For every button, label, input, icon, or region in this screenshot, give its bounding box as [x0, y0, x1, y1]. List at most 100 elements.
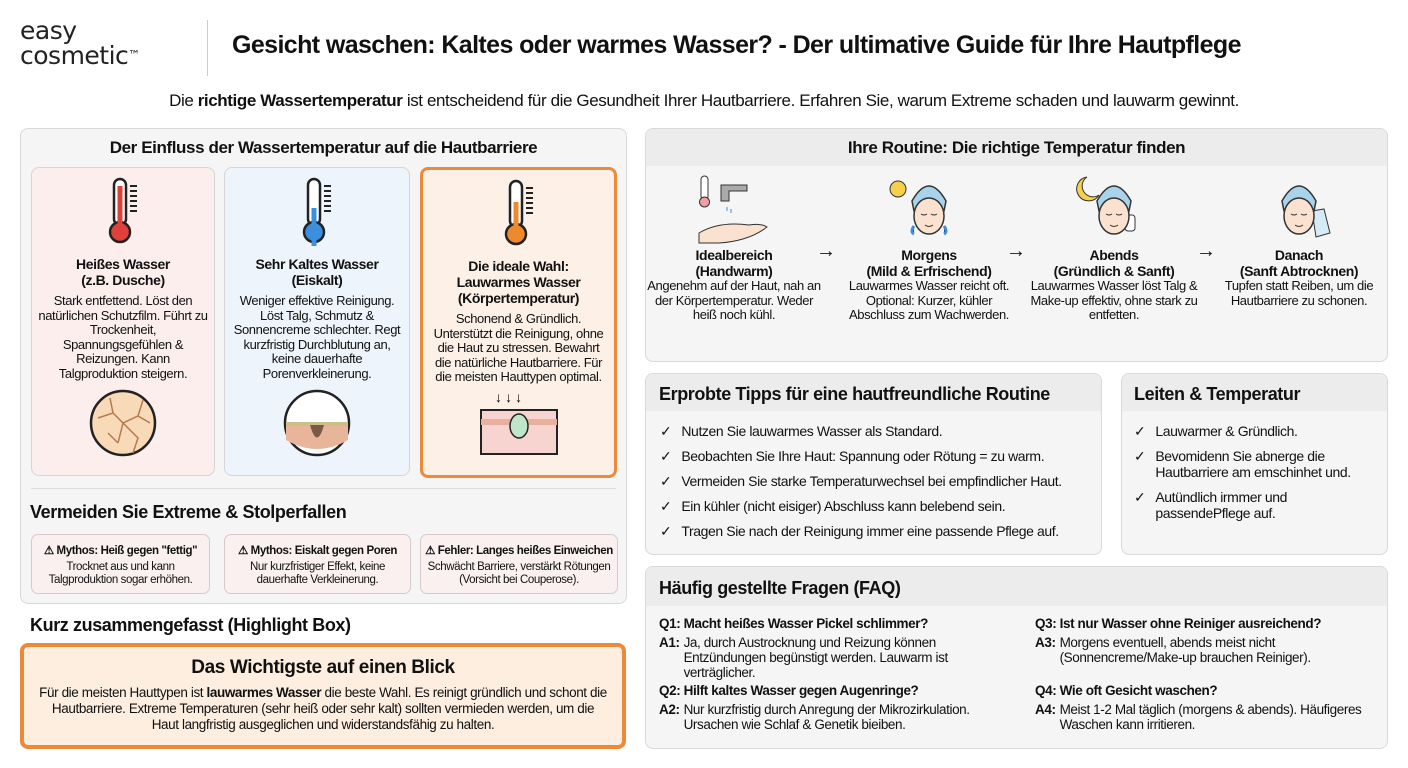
highlight-title: Das Wichtigste auf einen Blick [191, 657, 455, 678]
temperature-card: Die ideale Wahl: Lauwarmes Wasser (Körpe… [420, 167, 617, 478]
faq-answer: A1:Ja, durch Austrocknung und Reizung kö… [659, 635, 1009, 680]
list-item-text: Nutzen Sie lauwarmes Wasser als Standard… [681, 423, 943, 439]
step-text: Lauwarmes Wasser reicht oft. Optional: K… [848, 278, 1010, 322]
temperature-card: Sehr Kaltes Wasser (Eiskalt) Weniger effe… [224, 167, 410, 476]
cracked-skin-icon [32, 388, 214, 463]
list-item: ✓Vermeiden Sie starke Temperaturwechsel … [660, 473, 1062, 489]
pitfall-title: ⚠ Fehler: Langes heißes Einweichen [425, 545, 613, 557]
pitfall-text: Nur kurzfristiger Effekt, keine dauerhaf… [249, 561, 386, 586]
list-item-text: Autündlich irmmer und passendePflege auf… [1155, 489, 1288, 521]
guide-panel: Leiten & Temperatur ✓ Lauwarmer & Gründli… [1121, 373, 1388, 555]
answer-text: Nur kurzfristig durch Anregung der Mikro… [683, 702, 970, 732]
summary-heading: Kurz zusammengefasst (Highlight Box) [30, 615, 351, 635]
guide-list: ✓ Lauwarmer & Gründlich. ✓ Bevomidenn Sie a… [1134, 423, 1379, 530]
step-text: Lauwarmes Wasser löst Talg & Make-up eff… [1030, 278, 1198, 322]
divider [31, 488, 616, 489]
routine-panel: Ihre Routine: Die richtige Temperatur fi… [645, 128, 1388, 362]
card-title: Die ideale Wahl: Lauwarmes Wasser (Körpe… [456, 258, 581, 306]
step-title: Danach (Sanft Abtrocknen) [1239, 247, 1359, 279]
answer-label: A4: [1035, 702, 1056, 717]
faq-item: Q3: Ist nur Wasser ohne Reiniger ausreic… [1035, 616, 1375, 665]
subtitle: Die richtige Wassertemperatur ist entsch… [169, 91, 1239, 110]
routine-title: Ihre Routine: Die richtige Temperatur fi… [847, 138, 1186, 157]
list-item-text: Bevomidenn Sie abnerge die Hautbarriere … [1155, 448, 1351, 480]
list-item: ✓ Beobachten Sie Ihre Haut: Spannung oder… [660, 448, 1062, 464]
list-item: ✓Nutzen Sie lauwarmes Wasser als Standar… [660, 423, 1062, 439]
thermometer-warm-icon [429, 178, 608, 250]
card-text: Weniger effektive Reinigung. Löst Talg, … [233, 293, 401, 381]
answer-label: A2: [659, 702, 680, 717]
card-title: Heißes Wasser (z.B. Dusche) [76, 256, 170, 288]
faq-item: Q4: Wie oft Gesicht waschen? A4:Meist 1-2… [1035, 683, 1375, 732]
answer-text: Ja, durch Austrocknung und Reizung könne… [683, 635, 949, 680]
step-title: Abends (Gründlich & Sanft) [1053, 247, 1175, 279]
towel-face-icon [1209, 171, 1389, 247]
arrow-right-icon: → [1006, 240, 1026, 262]
evening-face-icon [1024, 171, 1204, 247]
highlight-text: Für die meisten Hauttypen ist lauwarmes … [39, 685, 607, 732]
step-title: Idealbereich (Handwarm) [695, 247, 773, 279]
guide-title: Leiten & Temperatur [1134, 384, 1301, 404]
divider [207, 20, 208, 76]
faq-title: Häufig gestellte Fragen (FAQ) [659, 578, 901, 598]
card-text: Stark entfettend. Löst den natürlichen S… [38, 293, 208, 381]
influence-panel: Der Einfluss der Wassertemperatur auf di… [20, 128, 627, 604]
list-item-text: Ein kühler (nicht eisiger) Abschluss kan… [681, 498, 1006, 514]
card-title: Sehr Kaltes Wasser (Eiskalt) [255, 256, 379, 288]
faq-question: Q3: Ist nur Wasser ohne Reiniger ausreic… [1035, 616, 1322, 631]
tips-title: Erprobte Tipps für eine hautfreundliche … [659, 384, 1050, 404]
check-icon: ✓ [660, 498, 672, 514]
hand-faucet-icon [644, 171, 824, 247]
list-item: ✓ Lauwarmer & Gründlich. [1134, 423, 1379, 439]
highlight-box: Das Wichtigste auf einen Blick Für die m… [20, 643, 626, 749]
pitfall-text: Schwächt Barriere, verstärkt Rötungen (V… [427, 561, 611, 586]
routine-step: Idealbereich (Handwarm)Angenehm auf der … [644, 171, 824, 323]
thermometer-hot-icon [38, 176, 208, 248]
check-icon: ✓ [1134, 423, 1146, 439]
pitfall-text: Trocknet aus und kann Talgproduktion sog… [48, 561, 193, 586]
answer-text: Meist 1-2 Mal täglich (morgens & abends)… [1059, 702, 1362, 732]
thermometer-cold-icon [231, 176, 403, 248]
list-item-text: Beobachten Sie Ihre Haut: Spannung oder … [681, 448, 1045, 464]
pitfall-title: ⚠ Mythos: Heiß gegen "fettig" [43, 545, 198, 557]
tips-list: ✓ Nutzen Sie lauwarmes Wasser als Standar… [660, 423, 1062, 548]
list-item: ✓ Tragen Sie nach der Reinigung immer ein… [660, 523, 1062, 539]
check-icon: ✓ [660, 523, 672, 539]
arrow-right-icon: → [816, 240, 836, 262]
pitfall-title: ⚠ Mythos: Eiskalt gegen Poren [237, 545, 398, 557]
list-item-text: Tragen Sie nach der Reinigung immer eine… [681, 523, 1059, 539]
answer-label: A1: [659, 635, 680, 650]
answer-label: A3: [1035, 635, 1056, 650]
answer-text: Morgens eventuell, abends meist nicht (S… [1059, 635, 1312, 665]
tips-panel: Erprobte Tipps für eine hautfreundliche … [645, 373, 1102, 555]
list-item-text: Vermeiden Sie starke Temperaturwechsel b… [681, 473, 1062, 489]
routine-step: Danach (Sanft Abtrocknen)Tupfen statt Re… [1209, 171, 1389, 308]
healthy-skin-icon: ↓ ↓ ↓ [423, 388, 614, 463]
list-item: ✓ Bevomidenn Sie abnerge die Hautbarriere… [1134, 448, 1379, 480]
list-item: ✓ Autündlich irmmer und passendePflege au… [1134, 489, 1379, 521]
arrow-right-icon: → [1196, 240, 1216, 262]
faq-question: Q1: Macht heißes Wasser Pickel schlimmer… [659, 616, 928, 631]
check-icon: ✓ [660, 448, 672, 464]
influence-title: Der Einfluss der Wassertemperatur auf di… [109, 138, 538, 157]
step-text: Tupfen statt Reiben, um die Hautbarriere… [1224, 278, 1374, 308]
faq-answer: A4:Meist 1-2 Mal täglich (morgens & aben… [1035, 702, 1375, 732]
faq-item: Q1: Macht heißes Wasser Pickel schlimmer… [659, 616, 1009, 680]
routine-step: Abends (Gründlich & Sanft)Lauwarmes Wass… [1024, 171, 1204, 323]
check-icon: ✓ [1134, 489, 1146, 505]
step-text: Angenehm auf der Haut, nah an der Körper… [647, 278, 821, 322]
pitfall-box: ⚠ Mythos: Heiß gegen "fettig" Trocknet au… [31, 534, 210, 594]
faq-panel: Häufig gestellte Fragen (FAQ) Q1: Macht … [645, 566, 1388, 749]
faq-answer: A2:Nur kurzfristig durch Anregung der Mi… [659, 702, 1009, 732]
check-icon: ✓ [1134, 448, 1146, 464]
pore-skin-icon [225, 388, 409, 463]
faq-question: Q2: Hilft kaltes Wasser gegen Augenringe… [659, 683, 919, 698]
step-title: Morgens (Mild & Erfrischend) [866, 247, 992, 279]
list-item-text: Lauwarmer & Gründlich. [1155, 423, 1298, 439]
faq-question: Q4: Wie oft Gesicht waschen? [1035, 683, 1218, 698]
svg-text:↓ ↓ ↓: ↓ ↓ ↓ [495, 389, 522, 405]
pitfalls-title: Vermeiden Sie Extreme & Stolperfallen [30, 502, 347, 522]
